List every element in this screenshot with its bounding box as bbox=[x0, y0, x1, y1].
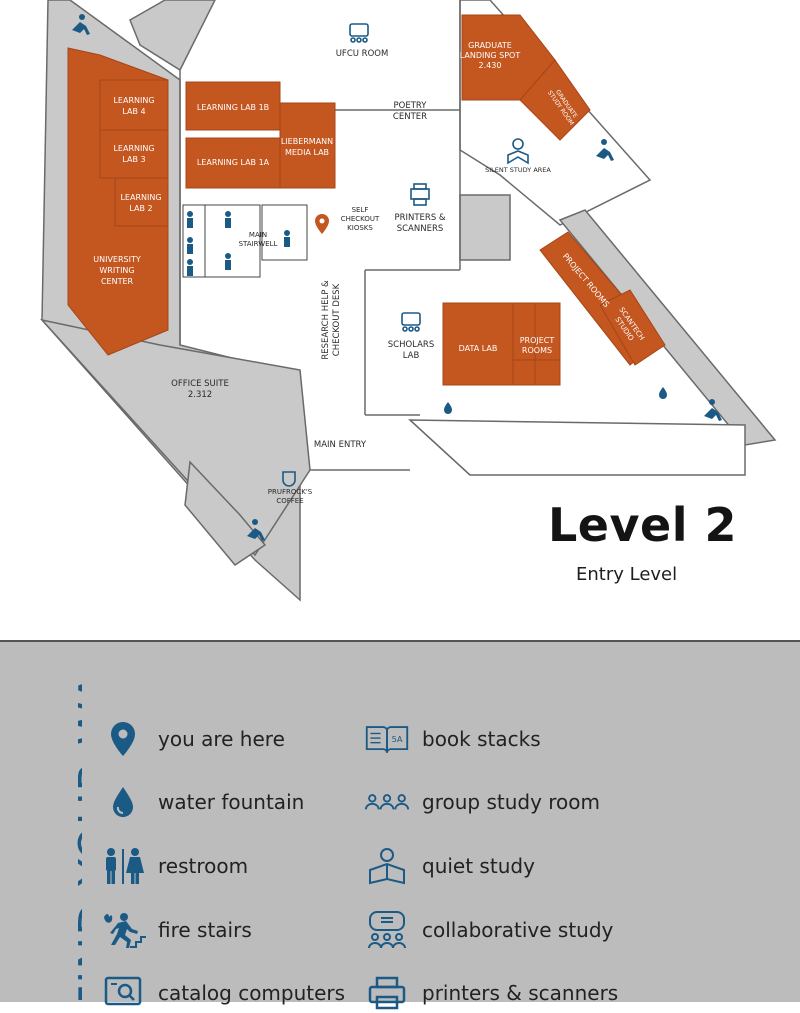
level-subtitle: Entry Level bbox=[576, 564, 678, 585]
book-stacks-badge: 5A bbox=[392, 734, 403, 744]
legend-panel bbox=[0, 640, 800, 1002]
collaborative-study-icon bbox=[364, 910, 410, 950]
exit-corner-sw bbox=[184, 460, 267, 566]
top-corridor bbox=[129, 0, 216, 72]
printers-scanners-label: PRINTERS &SCANNERS bbox=[394, 213, 445, 234]
printer-map-icon bbox=[410, 183, 430, 206]
legend-label: group study room bbox=[422, 790, 601, 814]
legend-item-group-study-room: group study room bbox=[364, 782, 600, 822]
liebermann-media-lab-room bbox=[279, 102, 336, 189]
quiet-study-icon bbox=[364, 846, 410, 886]
legend-item-catalog-computers: catalog computers bbox=[100, 973, 345, 1013]
ufcu-room-label: UFCU ROOM bbox=[336, 49, 389, 59]
legend-item-quiet-study: quiet study bbox=[364, 846, 535, 886]
water-fountain-map-icons bbox=[444, 387, 667, 414]
stair-block bbox=[459, 194, 511, 261]
book-stacks-icon: 5A bbox=[364, 719, 410, 759]
data-lab-room bbox=[442, 302, 514, 386]
scholars-lab-map-icon bbox=[401, 312, 421, 332]
legend-item-you-are-here: you are here bbox=[100, 719, 285, 759]
map-icons bbox=[282, 23, 529, 487]
learning-lab-1b-room bbox=[185, 81, 281, 131]
legend-item-fire-stairs: fire stairs bbox=[100, 910, 252, 950]
legend-heading-text: FIND YOUR WAY bbox=[70, 680, 82, 1000]
legend-item-water-fountain: water fountain bbox=[100, 782, 304, 822]
legend-label: book stacks bbox=[422, 727, 541, 751]
legend-label: collaborative study bbox=[422, 918, 614, 942]
fire-stairs-icon bbox=[100, 910, 146, 950]
interior-wall bbox=[409, 419, 471, 476]
legend-item-book-stacks: 5A book stacks bbox=[364, 719, 541, 759]
group-study-icon bbox=[364, 782, 410, 822]
learning-lab-2-room bbox=[114, 177, 169, 227]
restroom-icon bbox=[100, 846, 146, 886]
fire-stairs-map-icons bbox=[72, 14, 722, 541]
legend-item-collaborative-study: collaborative study bbox=[364, 910, 613, 950]
you-are-here-marker bbox=[315, 214, 329, 234]
silent-study-map-icon bbox=[507, 138, 529, 165]
office-suite-floor bbox=[39, 318, 311, 557]
legend-label: restroom bbox=[158, 854, 249, 878]
legend-label: catalog computers bbox=[158, 981, 346, 1005]
water-drop-icon bbox=[100, 782, 146, 822]
graduate-study-room bbox=[519, 59, 591, 141]
learning-lab-3-room bbox=[99, 129, 169, 179]
legend-heading: FIND YOUR WAY bbox=[22, 680, 82, 1000]
learning-lab-1a-room bbox=[185, 137, 281, 189]
ufcu-collab-icon bbox=[349, 23, 369, 43]
learning-lab-1b-label: LEARNING LAB 1B bbox=[197, 103, 269, 112]
research-help-desk-label: RESEARCH HELP &CHECKOUT DESK bbox=[321, 280, 342, 360]
level-title: Level 2 bbox=[548, 498, 737, 552]
data-lab-label: DATA LAB bbox=[459, 344, 498, 353]
location-pin-icon bbox=[100, 719, 146, 759]
catalog-computer-icon bbox=[100, 973, 146, 1013]
legend-label: you are here bbox=[158, 727, 285, 751]
learning-lab-4-room bbox=[99, 79, 169, 131]
learning-lab-1a-label: LEARNING LAB 1A bbox=[197, 158, 270, 167]
legend-label: water fountain bbox=[158, 790, 305, 814]
silent-study-area-label: SILENT STUDY AREA bbox=[485, 166, 551, 174]
main-entry-label: MAIN ENTRY bbox=[314, 440, 367, 450]
legend-label: fire stairs bbox=[158, 918, 252, 942]
coffee-map-icon bbox=[282, 471, 296, 487]
legend-label: printers & scanners bbox=[422, 981, 619, 1005]
legend-item-printers-scanners: printers & scanners bbox=[364, 973, 618, 1013]
legend-item-restroom: restroom bbox=[100, 846, 248, 886]
diagonal-corridor bbox=[558, 209, 777, 446]
printer-icon bbox=[364, 973, 410, 1013]
scantech-studio-room bbox=[599, 289, 666, 366]
restroom-icons bbox=[187, 211, 290, 276]
orange-rooms bbox=[67, 14, 666, 386]
building-structure bbox=[39, 0, 777, 602]
legend-label: quiet study bbox=[422, 854, 535, 878]
project-rooms-block bbox=[512, 302, 561, 386]
